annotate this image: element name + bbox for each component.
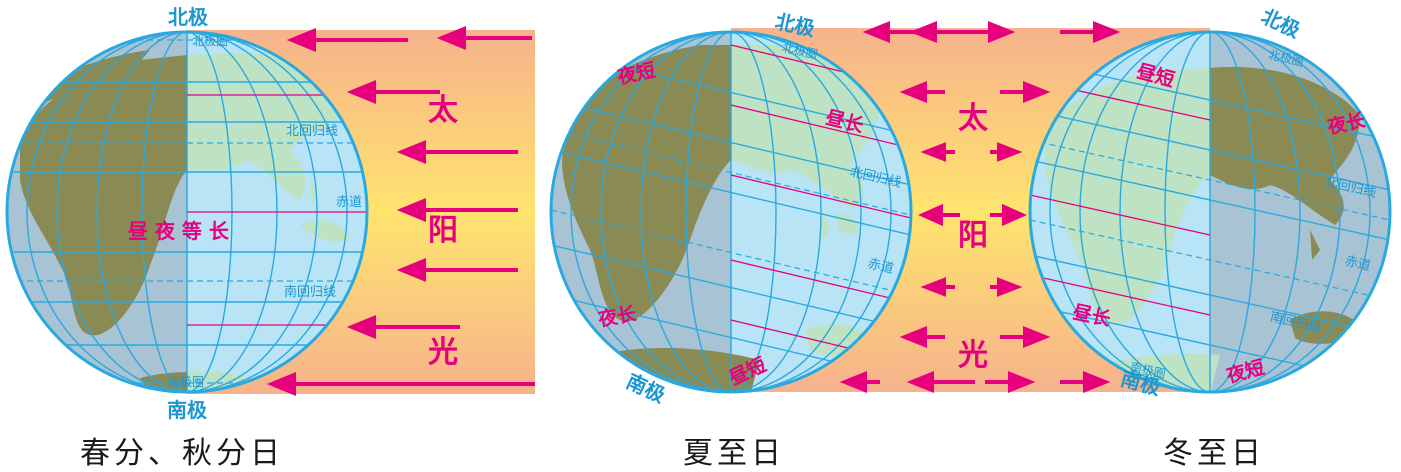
sunlight-char-right-3: 光 <box>958 338 988 373</box>
sunlight-char-1: 太 <box>428 93 459 128</box>
sunlight-arrows-left <box>266 26 535 396</box>
north-pole-label: 北极 <box>168 5 209 29</box>
day-night-equal-label: 昼 夜 等 长 <box>128 219 230 243</box>
caption-equinox: 春分、秋分日 <box>80 436 284 471</box>
sunlight-char-3: 光 <box>428 335 458 370</box>
equator-label: 赤道 <box>336 195 362 210</box>
equator-label: 赤道 <box>1343 254 1372 274</box>
sunlight-arrows-right <box>839 21 1121 393</box>
antarctic-circle-label: 南极圈 <box>168 374 204 389</box>
sunlight-char-2: 阳 <box>428 213 458 248</box>
sunlight-char-right-1: 太 <box>958 101 989 136</box>
tropic-cancer-label: 北回归线 <box>286 124 338 139</box>
south-pole-label: 南极 <box>167 398 208 422</box>
equator-label: 赤道 <box>866 256 895 276</box>
tropic-capricorn-label: 南回归线 <box>284 284 336 300</box>
north-pole-label: 北极 <box>1258 4 1305 43</box>
globe-winter-solstice: 北极 北极圈 北回归线 赤道 南回归线 南极圈 南极 昼短 夜长 昼长 夜短 <box>1028 4 1392 400</box>
arctic-circle-label: 北极圈 <box>192 34 228 48</box>
caption-summer-solstice: 夏至日 <box>683 436 785 471</box>
sunlight-char-right-2: 阳 <box>958 218 988 253</box>
caption-winter-solstice: 冬至日 <box>1163 436 1265 471</box>
